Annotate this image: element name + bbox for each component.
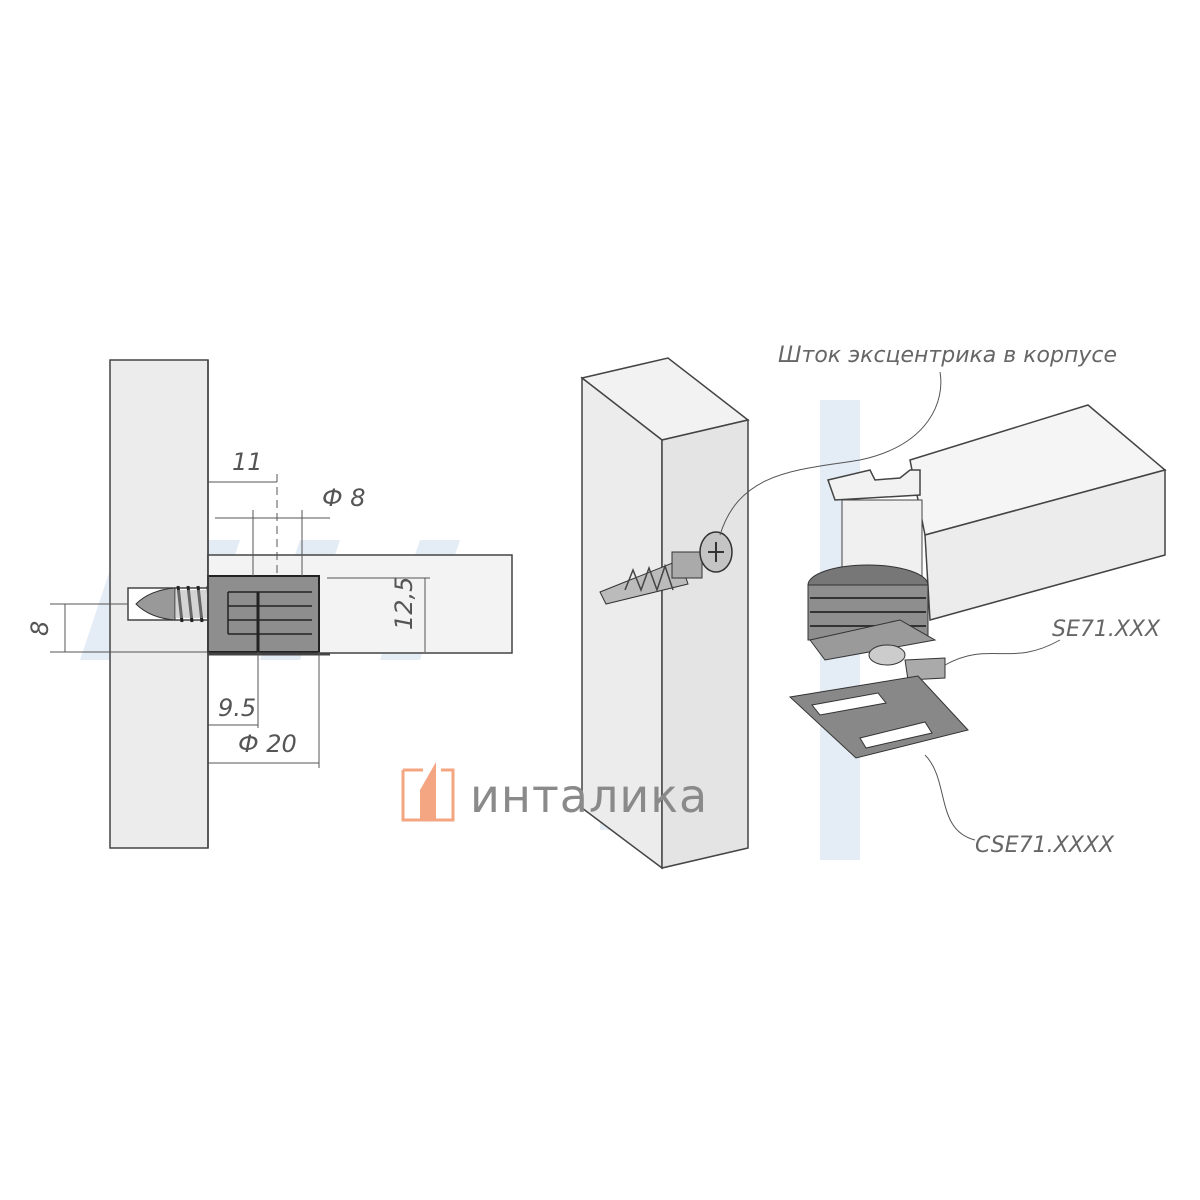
label-housing: SE71.XXX	[1052, 617, 1161, 642]
label-stem: Шток эксцентрика в корпусе	[778, 343, 1117, 368]
eccentric-housing-iso	[807, 564, 946, 681]
cabinet-side-iso	[580, 357, 942, 870]
logo-text: инталика	[470, 769, 708, 823]
label-plate: CSE71.XXXX	[975, 833, 1115, 858]
eccentric-stem-iso	[599, 531, 733, 605]
dim-11: 11	[232, 448, 263, 476]
mounting-plate-iso	[788, 675, 969, 759]
brand-logo: инталика	[401, 762, 708, 823]
shelf-iso	[788, 404, 1167, 841]
left-section-view: 11 Ф 8 12,5 8 9.5 Ф 20	[26, 359, 513, 849]
dim-8: 8	[26, 621, 54, 636]
dim-12-5: 12,5	[390, 577, 418, 630]
dim-phi-20: Ф 20	[238, 730, 297, 758]
dim-9-5: 9.5	[218, 694, 256, 722]
eccentric-housing	[207, 575, 320, 653]
dim-phi-8: Ф 8	[322, 484, 366, 512]
